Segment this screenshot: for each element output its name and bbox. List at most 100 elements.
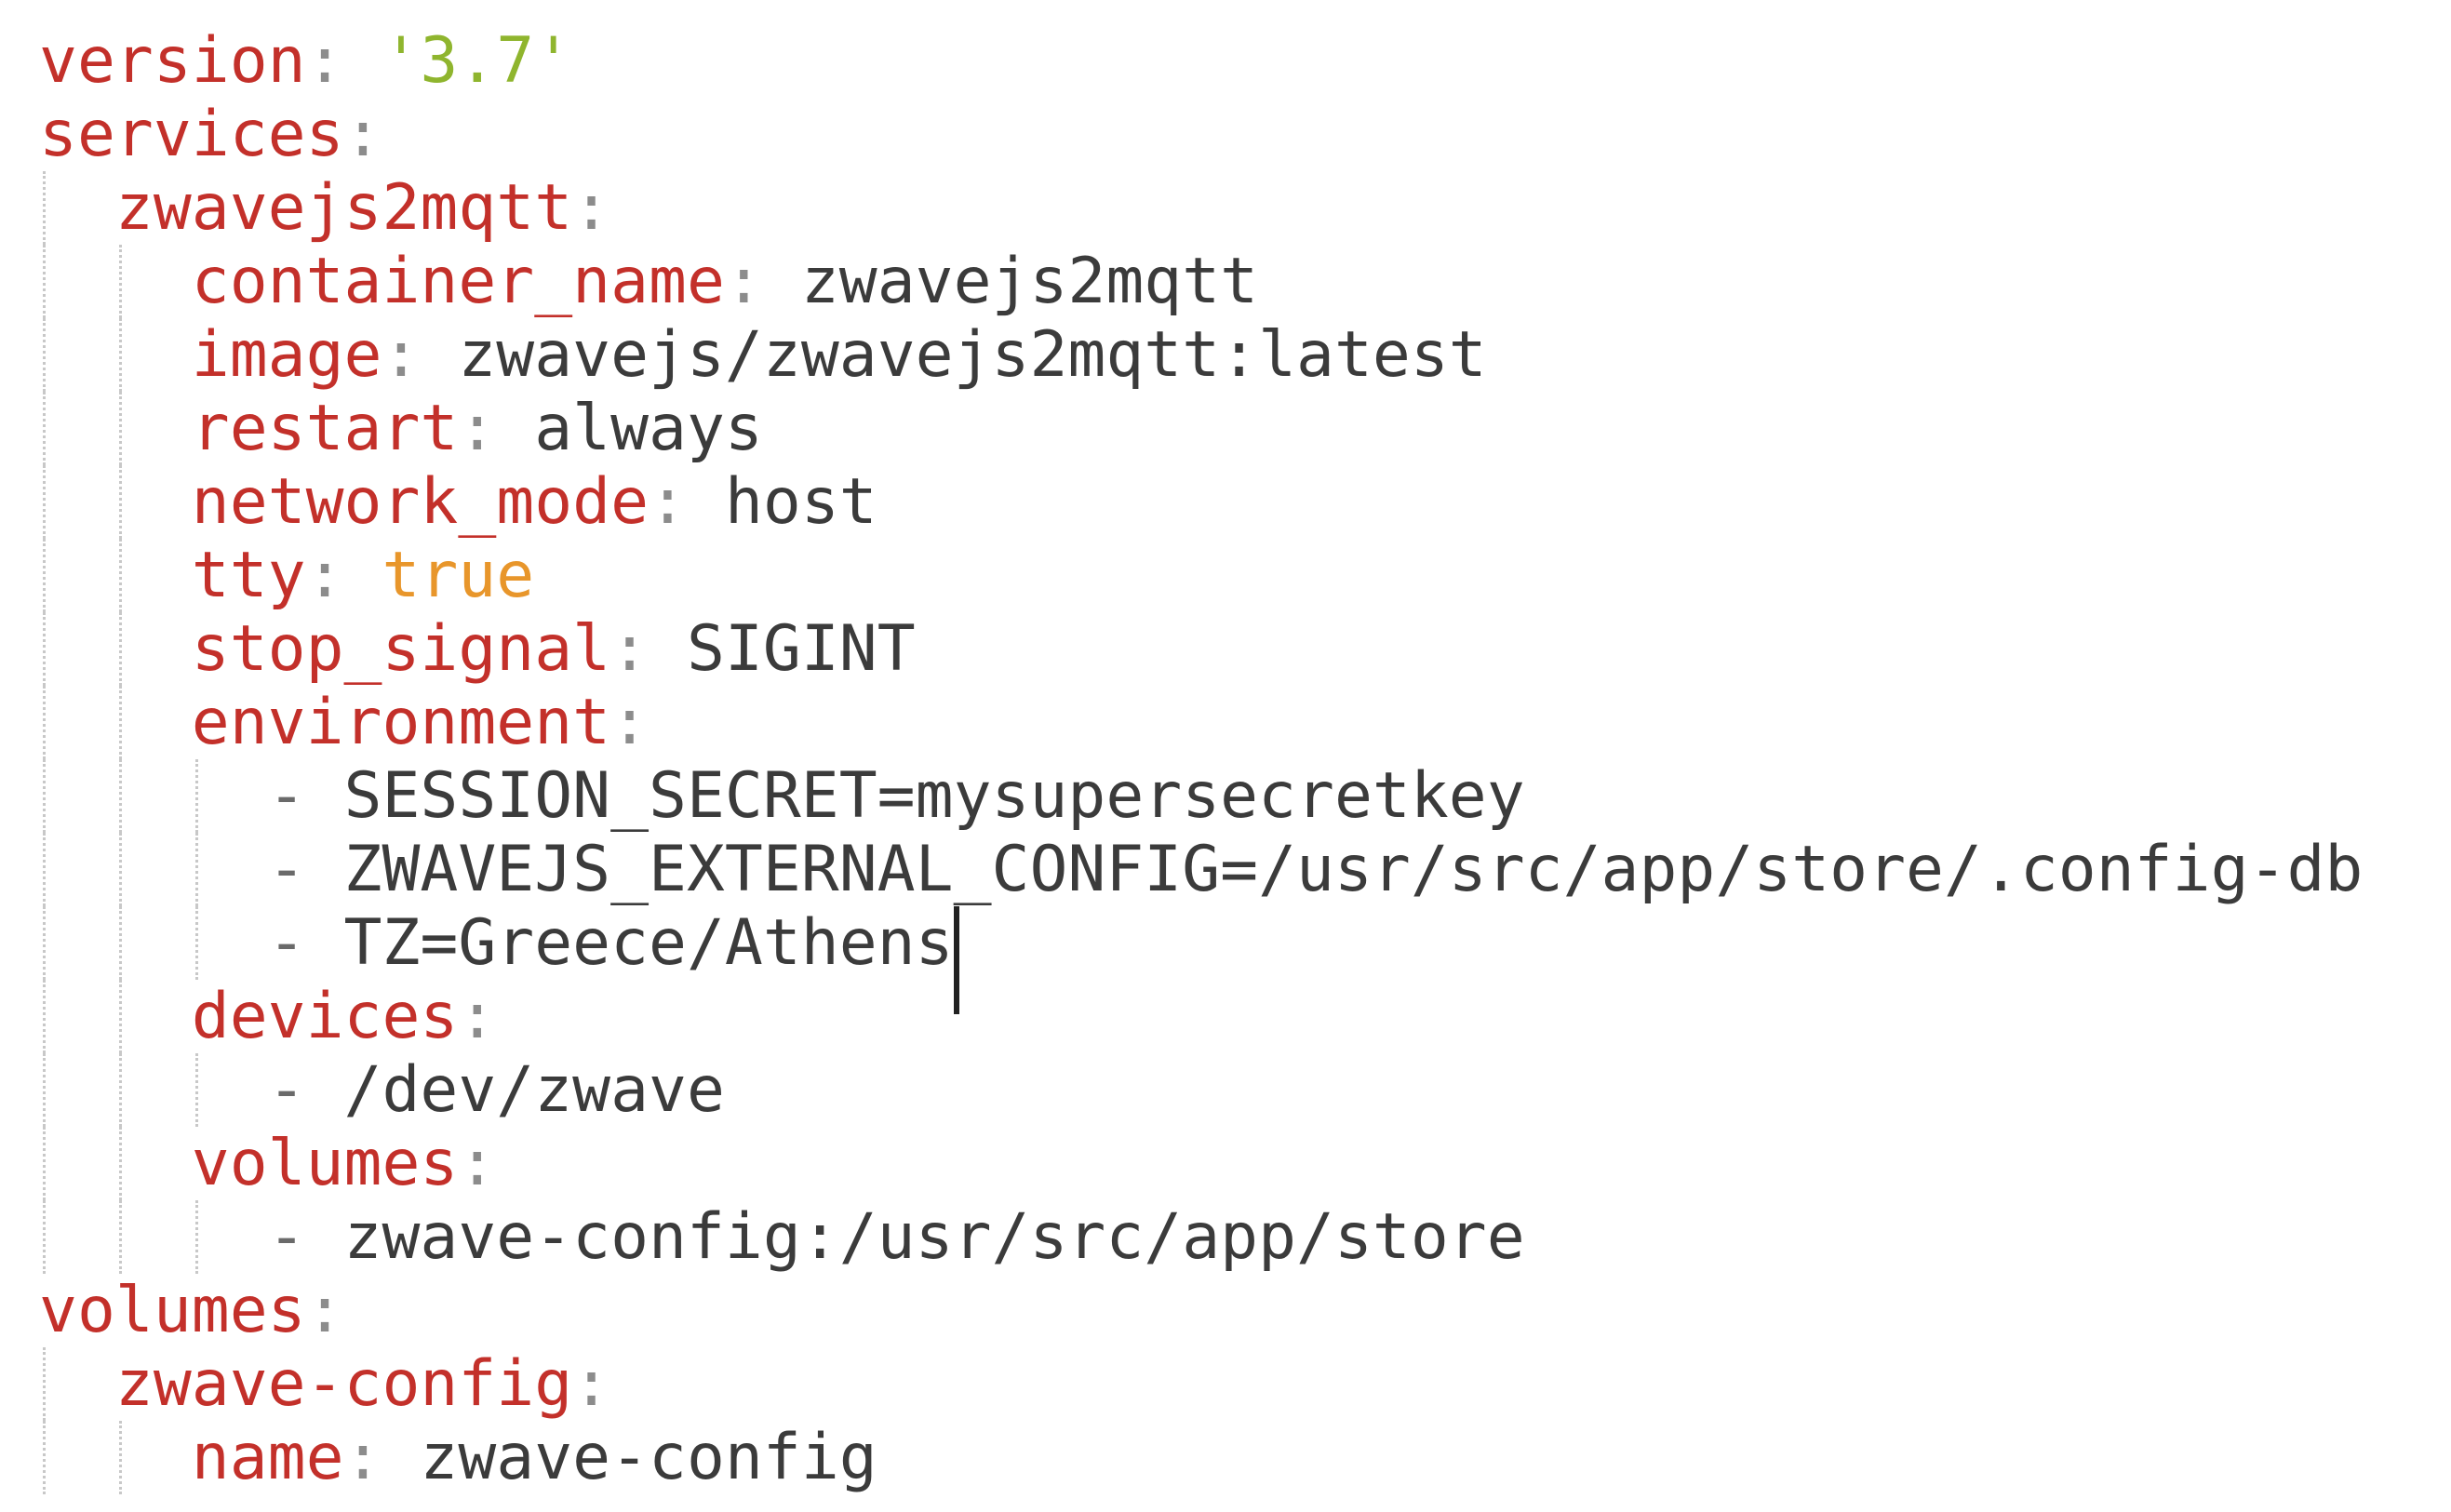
yaml-colon: : xyxy=(572,1347,611,1421)
indent-guide xyxy=(118,1053,122,1127)
indent-space xyxy=(39,980,192,1053)
yaml-value: always xyxy=(534,392,763,465)
yaml-colon: : xyxy=(572,171,611,245)
yaml-key: version xyxy=(39,24,306,98)
indent-guide xyxy=(43,318,46,392)
indent-guide xyxy=(118,318,122,392)
indent-guide xyxy=(43,539,46,612)
indent-guide xyxy=(118,1127,122,1200)
indent-space xyxy=(39,465,192,539)
indent-guide xyxy=(118,465,122,539)
indent-guide xyxy=(118,686,122,759)
list-dash: - xyxy=(267,759,344,833)
indent-guide xyxy=(43,392,46,465)
yaml-colon: : xyxy=(610,686,650,759)
indent-guide xyxy=(43,1127,46,1200)
code-line[interactable]: container_name: zwavejs2mqtt xyxy=(39,245,2451,318)
yaml-colon: : xyxy=(458,1127,497,1200)
indent-space xyxy=(39,539,192,612)
yaml-key: container_name xyxy=(191,245,725,318)
yaml-value: zwavejs/zwavejs2mqtt:latest xyxy=(458,318,1487,392)
indent-guide xyxy=(194,759,198,833)
code-line[interactable]: volumes: xyxy=(39,1274,2451,1347)
yaml-colon: : xyxy=(343,1421,421,1494)
indent-guide xyxy=(43,612,46,686)
yaml-colon: : xyxy=(458,980,497,1053)
code-line[interactable]: environment: xyxy=(39,686,2451,759)
indent-space xyxy=(39,245,192,318)
indent-guide xyxy=(118,1200,122,1274)
indent-guide xyxy=(43,1347,46,1421)
indent-space xyxy=(39,1421,192,1494)
yaml-colon: : xyxy=(343,98,382,171)
yaml-colon: : xyxy=(305,1274,344,1347)
code-line[interactable]: devices: xyxy=(39,980,2451,1053)
list-value: TZ=Greece/Athens xyxy=(343,906,954,980)
indent-guide xyxy=(43,833,46,906)
yaml-key: volumes xyxy=(191,1127,459,1200)
indent-space xyxy=(39,612,192,686)
yaml-key: restart xyxy=(191,392,459,465)
yaml-value: '3.7' xyxy=(382,24,573,98)
indent-guide xyxy=(43,759,46,833)
indent-space xyxy=(39,1200,268,1274)
indent-guide xyxy=(194,906,198,980)
indent-guide xyxy=(118,245,122,318)
yaml-colon: : xyxy=(305,539,382,612)
indent-space xyxy=(39,833,268,906)
indent-space xyxy=(39,1053,268,1127)
code-line[interactable]: network_mode: host xyxy=(39,465,2451,539)
list-dash: - xyxy=(267,1200,344,1274)
code-line[interactable]: zwave-config: xyxy=(39,1347,2451,1421)
code-line[interactable]: version: '3.7' xyxy=(39,24,2451,98)
code-line[interactable]: - ZWAVEJS_EXTERNAL_CONFIG=/usr/src/app/s… xyxy=(39,833,2451,906)
indent-guide xyxy=(43,465,46,539)
yaml-key: volumes xyxy=(39,1274,306,1347)
indent-guide xyxy=(118,759,122,833)
indent-space xyxy=(39,686,192,759)
indent-guide xyxy=(118,980,122,1053)
yaml-key: zwavejs2mqtt xyxy=(114,171,573,245)
code-line[interactable]: - zwave-config:/usr/src/app/store xyxy=(39,1200,2451,1274)
yaml-key: devices xyxy=(191,980,459,1053)
indent-guide xyxy=(43,906,46,980)
code-line[interactable]: - TZ=Greece/Athens xyxy=(39,906,2451,1014)
list-value: zwave-config:/usr/src/app/store xyxy=(343,1200,1525,1274)
code-line[interactable]: - SESSION_SECRET=mysupersecretkey xyxy=(39,759,2451,833)
yaml-value: SIGINT xyxy=(687,612,916,686)
indent-space xyxy=(39,1347,115,1421)
code-line[interactable]: restart: always xyxy=(39,392,2451,465)
indent-guide xyxy=(43,980,46,1053)
yaml-colon: : xyxy=(458,392,535,465)
yaml-key: name xyxy=(191,1421,344,1494)
yaml-value: host xyxy=(724,465,877,539)
code-line[interactable]: image: zwavejs/zwavejs2mqtt:latest xyxy=(39,318,2451,392)
yaml-key: services xyxy=(39,98,344,171)
yaml-key: image xyxy=(191,318,382,392)
code-line[interactable]: tty: true xyxy=(39,539,2451,612)
indent-guide xyxy=(43,245,46,318)
code-line[interactable]: services: xyxy=(39,98,2451,171)
yaml-value: zwave-config xyxy=(420,1421,877,1494)
indent-space xyxy=(39,171,115,245)
indent-guide xyxy=(194,1053,198,1127)
code-line[interactable]: zwavejs2mqtt: xyxy=(39,171,2451,245)
indent-guide xyxy=(118,392,122,465)
indent-guide xyxy=(43,1421,46,1494)
code-line[interactable]: - /dev/zwave xyxy=(39,1053,2451,1127)
yaml-key: tty xyxy=(191,539,306,612)
yaml-key: stop_signal xyxy=(191,612,611,686)
indent-space xyxy=(39,759,268,833)
list-value: SESSION_SECRET=mysupersecretkey xyxy=(343,759,1525,833)
indent-guide xyxy=(194,1200,198,1274)
code-line[interactable]: volumes: xyxy=(39,1127,2451,1200)
indent-space xyxy=(39,318,192,392)
yaml-colon: : xyxy=(649,465,725,539)
code-line[interactable]: stop_signal: SIGINT xyxy=(39,612,2451,686)
code-line[interactable]: name: zwave-config xyxy=(39,1421,2451,1494)
indent-guide xyxy=(118,1421,122,1494)
list-dash: - xyxy=(267,833,344,906)
yaml-colon: : xyxy=(382,318,459,392)
list-value: ZWAVEJS_EXTERNAL_CONFIG=/usr/src/app/sto… xyxy=(343,833,2364,906)
